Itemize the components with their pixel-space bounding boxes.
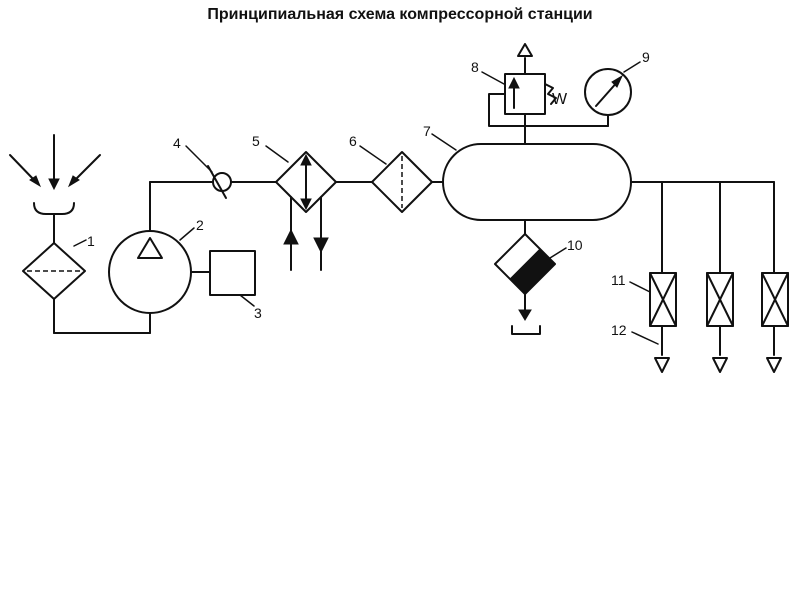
pressure-gauge xyxy=(524,68,632,127)
intake-filter xyxy=(22,242,86,300)
consumer-branch-1 xyxy=(649,181,677,373)
label-10: 10 xyxy=(567,237,583,253)
label-5: 5 xyxy=(252,133,260,149)
consumer-branch-3 xyxy=(761,181,789,373)
condensate-drain xyxy=(494,219,556,335)
label-1: 1 xyxy=(87,233,95,249)
label-12: 12 xyxy=(611,322,627,338)
label-6: 6 xyxy=(349,133,357,149)
intake-funnel xyxy=(33,202,75,215)
motor xyxy=(209,250,256,296)
label-2: 2 xyxy=(196,217,204,233)
label-4: 4 xyxy=(173,135,181,151)
intake-arrows xyxy=(9,134,101,191)
consumer-branch-2 xyxy=(706,181,734,373)
safety-valve xyxy=(488,43,557,145)
diagram-title: Принципиальная схема компрессорной станц… xyxy=(207,6,593,23)
label-8: 8 xyxy=(471,59,479,75)
label-w: W xyxy=(552,91,568,108)
label-7: 7 xyxy=(423,123,431,139)
label-3: 3 xyxy=(254,305,262,321)
label-11: 11 xyxy=(611,272,626,288)
air-filter xyxy=(371,151,433,213)
check-valve xyxy=(207,165,277,199)
leader-lines xyxy=(73,61,659,345)
label-9: 9 xyxy=(642,49,650,65)
aftercooler xyxy=(275,151,337,271)
compressor xyxy=(108,230,211,314)
receiver-tank xyxy=(442,143,632,221)
